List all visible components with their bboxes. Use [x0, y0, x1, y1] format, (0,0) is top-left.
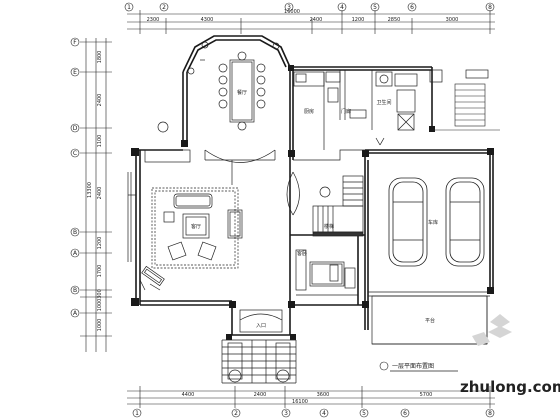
dim-segment: 4300	[201, 17, 214, 23]
axis-label: 4	[340, 4, 344, 11]
dim-segment: 1800	[97, 51, 103, 64]
watermark: zhulong.com	[460, 314, 560, 396]
axis-label: 3	[284, 410, 288, 417]
axis-label: 1	[135, 410, 139, 417]
dim-segment: 2400	[254, 392, 267, 398]
dim-segment: 300	[97, 289, 103, 299]
axis-label: 6	[403, 410, 407, 417]
entry-porch	[221, 309, 297, 384]
room-label-terrace: 平台	[425, 317, 435, 324]
axis-label: 2	[234, 410, 238, 417]
axis-label: 3	[287, 4, 291, 11]
dim-segment: 1000	[97, 299, 103, 312]
dim-segment: 2400	[310, 17, 323, 23]
left-axis-labels: F E D C B A B A	[73, 39, 78, 317]
bottom-dimension-text: 4400 2400 3600 5700 16100	[182, 392, 433, 405]
axis-label: 6	[410, 4, 414, 11]
axis-label: 8	[488, 410, 492, 417]
room-label-garage: 车库	[428, 219, 438, 226]
axis-label: 4	[322, 410, 326, 417]
bottom-axis-labels: 1 2 3 4 5 6 8	[135, 410, 492, 417]
dim-segment: 1700	[97, 265, 103, 278]
room-label-bath: 卫生间	[376, 99, 391, 106]
axis-label: E	[73, 69, 77, 76]
dim-segment: 1100	[97, 135, 103, 148]
axis-label: 2	[162, 4, 166, 11]
room-label-dining: 餐厅	[237, 89, 247, 96]
room-label-porch: 门廊	[341, 108, 351, 115]
exterior-walls	[135, 35, 494, 336]
dim-overall: 16000	[284, 9, 300, 15]
bedroom-fixtures	[295, 249, 358, 296]
room-labels: 餐厅 厨房 客厅 车库 楼梯 卫生间 客卧 入口 平台 门廊	[191, 89, 438, 329]
top-axis-labels: 1 2 3 4 5 6 8	[127, 4, 492, 11]
axis-label: 5	[373, 4, 377, 11]
dim-segment: 1000	[97, 319, 103, 332]
axis-label: B	[73, 229, 77, 236]
dim-segment: 3000	[446, 17, 459, 23]
living-furniture	[127, 149, 243, 291]
room-label-bedroom: 客卧	[297, 250, 307, 257]
dim-segment: 1200	[352, 17, 365, 23]
dim-overall: 13300	[87, 182, 93, 198]
left-axis-markers	[70, 37, 112, 352]
kitchen-fixtures	[293, 69, 489, 150]
top-axis-markers	[124, 2, 495, 34]
terrace-steps	[432, 83, 500, 131]
room-label-kitchen: 厨房	[304, 108, 314, 115]
axis-label: 1	[127, 4, 131, 11]
room-label-stair: 楼梯	[324, 223, 334, 230]
dim-segment: 5700	[420, 392, 433, 398]
axis-label: D	[73, 125, 78, 132]
lower-terrace	[371, 295, 488, 345]
room-label-living: 客厅	[191, 223, 201, 230]
dim-segment: 2400	[97, 94, 103, 107]
dim-segment: 1200	[97, 237, 103, 250]
dim-segment: 3600	[317, 392, 330, 398]
drawing-title-block: 一层平面布置图	[379, 361, 458, 372]
axis-label: A	[73, 310, 78, 317]
dim-overall: 16100	[292, 399, 308, 405]
axis-label: C	[73, 150, 77, 157]
left-dimension-text: 1800 2400 1100 2400 1200 1700 300 1000 1…	[87, 51, 103, 332]
axis-label: A	[73, 250, 78, 257]
dim-segment: 2300	[147, 17, 160, 23]
watermark-text: zhulong.com	[460, 378, 560, 396]
drawing-title: 一层平面布置图	[392, 362, 434, 370]
axis-label: B	[73, 287, 77, 294]
axis-label: 5	[362, 410, 366, 417]
dim-segment: 2400	[97, 187, 103, 200]
dining-furniture	[187, 41, 280, 163]
top-dimension-text: 16000 2300 4300 2400 1200 2850 3000	[147, 9, 459, 23]
lamp-symbol	[157, 121, 169, 133]
structural-columns	[131, 65, 494, 340]
garage-cars	[368, 177, 490, 297]
axis-label: F	[73, 39, 77, 46]
bottom-axis-markers	[127, 386, 495, 418]
axis-label: 8	[488, 4, 492, 11]
room-label-entry: 入口	[256, 323, 266, 329]
dim-segment: 4400	[182, 392, 195, 398]
dim-segment: 2850	[388, 17, 401, 23]
stair-hall	[286, 137, 385, 237]
